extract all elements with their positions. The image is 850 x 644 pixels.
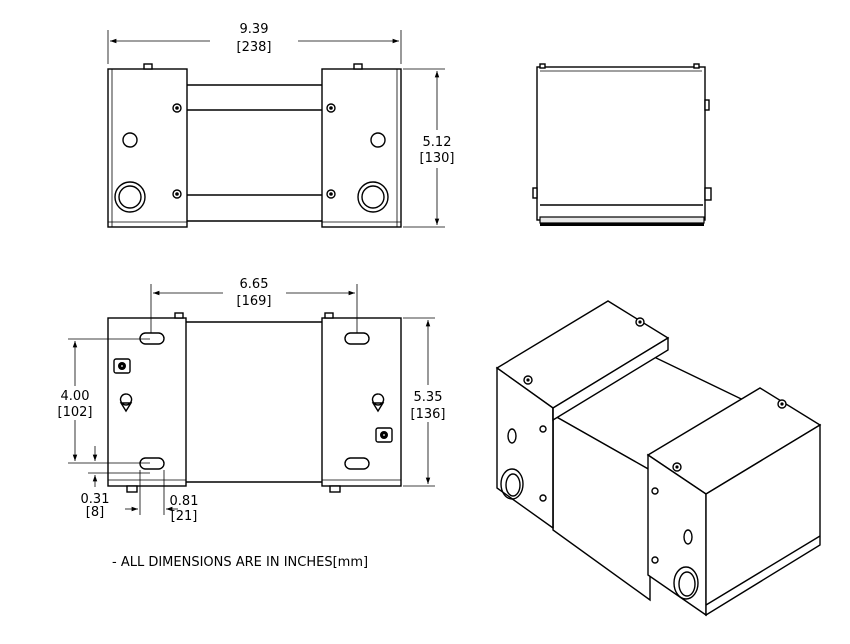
dim-slot-spacing-mm: [102] bbox=[58, 405, 93, 420]
dim-slot-inset-in: 0.81 bbox=[170, 494, 199, 509]
dim-slot-offset-in: 0.31 bbox=[81, 492, 110, 507]
dim-bottom-width-mm: [169] bbox=[237, 294, 272, 309]
dim-bottom-height-mm: [136] bbox=[411, 407, 446, 422]
dim-slot-offset-mm: [8] bbox=[86, 505, 104, 520]
bottom-view: 6.65 [169] 5.35 [136] 4.00 [102] 0.31 [8… bbox=[58, 277, 446, 524]
dim-slot-inset-mm: [21] bbox=[171, 509, 198, 524]
dim-top-height-in: 5.12 bbox=[423, 135, 452, 150]
dim-bottom-height-in: 5.35 bbox=[414, 390, 443, 405]
dim-bottom-width-in: 6.65 bbox=[240, 277, 269, 292]
dim-top-width-mm: [238] bbox=[237, 40, 272, 55]
dim-top-height-mm: [130] bbox=[420, 151, 455, 166]
front-view: 9.39 [238] 5.12 [130] bbox=[107, 22, 455, 228]
isometric-view bbox=[495, 300, 822, 617]
units-note: - ALL DIMENSIONS ARE IN INCHES[mm] bbox=[112, 555, 368, 570]
dim-top-width-in: 9.39 bbox=[240, 22, 269, 37]
side-view bbox=[532, 63, 712, 226]
dim-slot-spacing-in: 4.00 bbox=[61, 389, 90, 404]
